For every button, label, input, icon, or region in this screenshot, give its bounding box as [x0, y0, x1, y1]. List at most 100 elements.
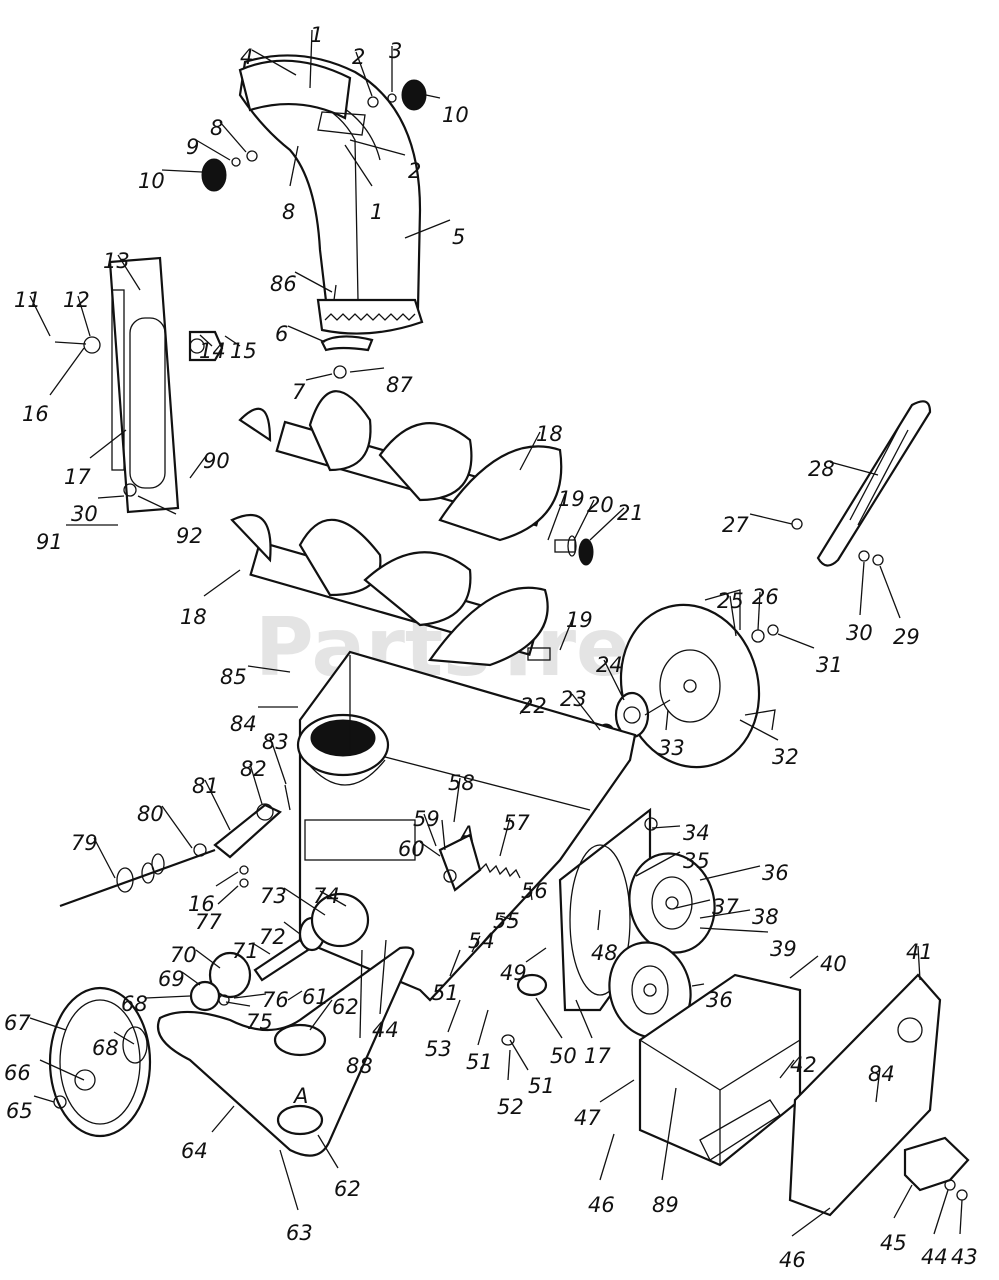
callout-62-c62b: 62 — [334, 1177, 361, 1201]
callout-39-c39: 39 — [770, 937, 797, 961]
callout-45-c45: 45 — [880, 1231, 907, 1255]
callout-38-c38: 38 — [752, 905, 779, 929]
callout-51-c51b: 51 — [466, 1050, 493, 1074]
callout-5-c5: 5 — [452, 225, 465, 249]
callout-33-c33: 33 — [658, 736, 685, 760]
callout-84-c84a: 84 — [230, 712, 257, 736]
callout-2-c2b: 2 — [408, 159, 421, 183]
callout-8-c8a: 8 — [210, 116, 223, 140]
callout-A-cA1: A — [458, 822, 474, 846]
callout-63-c63: 63 — [286, 1221, 313, 1245]
callout-52-c52: 52 — [497, 1095, 524, 1119]
callout-79-c79: 79 — [71, 831, 98, 855]
callout-77-c77: 77 — [195, 910, 222, 934]
callout-30-c30a: 30 — [71, 502, 98, 526]
callout-73-c73: 73 — [260, 884, 287, 908]
callout-48-c48: 48 — [591, 941, 618, 965]
callout-53-c53: 53 — [425, 1037, 452, 1061]
callout-87-c87: 87 — [386, 373, 413, 397]
callout-22-c22: 22 — [520, 694, 547, 718]
callout-84-c84b: 84 — [868, 1062, 895, 1086]
callout-62-c62a: 62 — [332, 995, 359, 1019]
callout-29-c29: 29 — [893, 625, 920, 649]
callout-16-c16b: 16 — [188, 892, 215, 916]
callout-89-c89: 89 — [652, 1193, 679, 1217]
callout-90-c90: 90 — [203, 449, 230, 473]
leader-lines — [29, 29, 963, 1237]
callout-7-c7: 7 — [292, 380, 306, 404]
callout-58-c58: 58 — [448, 771, 475, 795]
callout-27-c27: 27 — [722, 513, 749, 537]
callout-2-c2a: 2 — [352, 45, 365, 69]
callout-16-c16a: 16 — [22, 402, 49, 426]
callout-10-c10a: 10 — [442, 103, 469, 127]
callout-49-c49: 49 — [500, 961, 527, 985]
callout-55-c55: 55 — [493, 909, 520, 933]
callout-47-c47: 47 — [574, 1106, 601, 1130]
callout-42-c42: 42 — [790, 1053, 817, 1077]
callout-61-c61: 61 — [302, 985, 329, 1009]
callout-18-c18b: 18 — [180, 605, 207, 629]
auger-upper — [238, 390, 576, 553]
callout-80-c80: 80 — [137, 802, 164, 826]
callout-12-c12: 12 — [63, 288, 90, 312]
callout-17-c17b: 17 — [584, 1044, 611, 1068]
callout-46-c46b: 46 — [779, 1248, 806, 1272]
callout-68-c68b: 68 — [92, 1036, 119, 1060]
callout-44-c44a: 44 — [372, 1018, 399, 1042]
callout-57-c57: 57 — [503, 811, 530, 835]
callout-6-c6: 6 — [275, 322, 288, 346]
callout-41-c41: 41 — [906, 940, 933, 964]
callout-91-c91: 91 — [36, 530, 63, 554]
callout-37-c37: 37 — [712, 895, 739, 919]
callout-30-c30b: 30 — [846, 621, 873, 645]
callout-35-c35: 35 — [683, 849, 710, 873]
idler-arm — [751, 400, 932, 643]
left-side-plate — [54, 256, 224, 514]
callout-69-c69: 69 — [158, 967, 185, 991]
callout-83-c83: 83 — [262, 730, 289, 754]
callout-51-c51c: 51 — [528, 1074, 555, 1098]
auger-lower — [230, 514, 551, 667]
callout-72-c72: 72 — [259, 925, 286, 949]
callout-14-c14: 14 — [199, 339, 226, 363]
callout-54-c54: 54 — [468, 929, 495, 953]
callout-1-c1a: 1 — [310, 23, 323, 47]
callout-23-c23: 23 — [560, 687, 587, 711]
chute-deflector — [238, 59, 366, 136]
callout-13-c13: 13 — [103, 249, 130, 273]
callout-64-c64: 64 — [181, 1139, 208, 1163]
callout-4-c4: 4 — [240, 45, 253, 69]
callout-56-c56: 56 — [521, 879, 548, 903]
callout-82-c82: 82 — [240, 757, 267, 781]
callout-17-c17a: 17 — [64, 465, 91, 489]
callout-10-c10b: 10 — [138, 169, 165, 193]
callout-36-c36b: 36 — [706, 988, 733, 1012]
drive-belt — [157, 946, 415, 1157]
callout-32-c32: 32 — [772, 745, 799, 769]
callout-21-c21: 21 — [617, 501, 644, 525]
shaft-assembly — [189, 892, 370, 1012]
callout-59-c59: 59 — [413, 807, 440, 831]
idler-lever — [438, 819, 521, 892]
auger-housing — [296, 650, 637, 1002]
callout-11-c11: 11 — [14, 288, 41, 312]
callout-50-c50: 50 — [550, 1044, 577, 1068]
callout-66-c66: 66 — [4, 1061, 31, 1085]
callout-46-c46a: 46 — [588, 1193, 615, 1217]
callout-9-c9: 9 — [186, 135, 199, 159]
callout-43-c43: 43 — [951, 1245, 978, 1269]
callout-81-c81: 81 — [192, 774, 219, 798]
callout-15-c15: 15 — [230, 339, 257, 363]
callout-70-c70: 70 — [170, 943, 197, 967]
callout-86-c86: 86 — [270, 272, 297, 296]
callout-74-c74: 74 — [313, 884, 340, 908]
callout-44-c44b: 44 — [921, 1245, 948, 1269]
callout-40-c40: 40 — [820, 952, 847, 976]
chute-ring-6 — [320, 284, 374, 379]
callout-60-c60: 60 — [398, 837, 425, 861]
chute-knob-left — [201, 150, 258, 192]
shift-rod — [59, 784, 291, 908]
idler-pulley-62 — [501, 973, 548, 1046]
